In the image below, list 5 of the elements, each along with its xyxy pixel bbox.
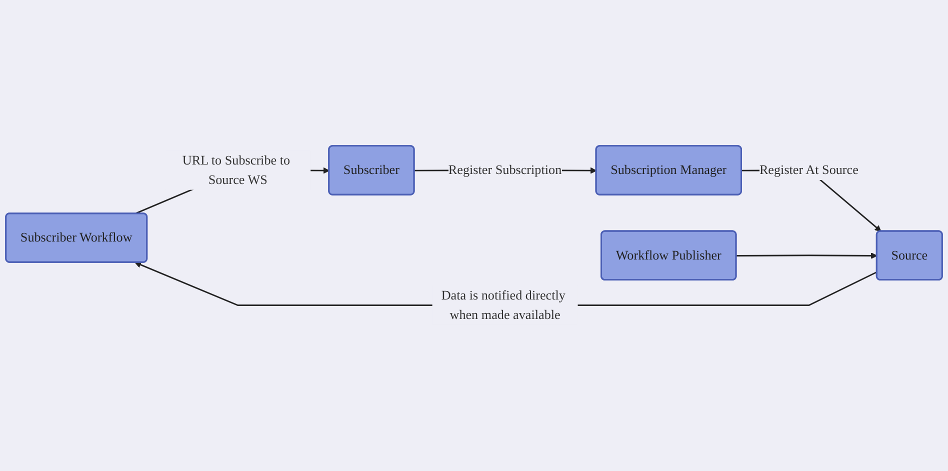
edge-label: Register At Source xyxy=(759,162,858,178)
arrow xyxy=(736,252,878,260)
edge-label: Register Subscription xyxy=(448,162,562,178)
edge-label: URL to Subscribe to Source WS xyxy=(182,152,290,188)
edge-label: Data is notified directly when made available xyxy=(441,288,566,322)
